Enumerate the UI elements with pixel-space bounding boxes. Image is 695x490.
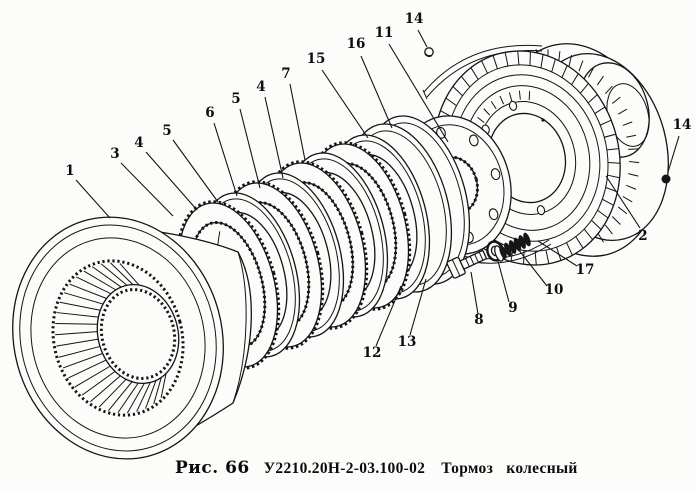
callout-14a: 14 <box>405 11 424 27</box>
callout-12: 12 <box>363 345 382 361</box>
figure-number: Рис. 66 <box>175 458 250 478</box>
callout-labels: 1 3 4 5 6 5 4 7 15 16 11 14 14 2 17 10 9… <box>65 11 691 361</box>
callout-15: 15 <box>307 51 326 67</box>
drum-internal-splines <box>55 262 167 414</box>
callout-13: 13 <box>398 334 417 350</box>
disc-stack <box>175 115 471 370</box>
leader-lines <box>75 29 680 347</box>
figure-caption: Рис. 66 У2210.20Н-2-03.100-02 Тормоз кол… <box>175 458 578 478</box>
callout-8: 8 <box>474 312 483 328</box>
part-14-ball-right <box>661 174 671 184</box>
callout-10: 10 <box>545 282 564 298</box>
callout-4b: 4 <box>256 79 265 95</box>
callout-14b: 14 <box>673 117 692 133</box>
callout-5b: 5 <box>231 91 240 107</box>
callout-5a: 5 <box>162 123 171 139</box>
part-8-bolt <box>446 249 488 279</box>
callout-1: 1 <box>65 163 74 179</box>
callout-16: 16 <box>347 36 366 52</box>
part-number-label: У2210.20Н-2-03.100-02 <box>263 460 426 477</box>
callout-2: 2 <box>638 228 647 244</box>
part-14-ball-top <box>424 47 434 57</box>
part-10-spring-bushing <box>494 232 531 262</box>
callout-9: 9 <box>508 300 517 316</box>
callout-17: 17 <box>576 262 595 278</box>
part-1-ring-gear-drum <box>12 216 252 460</box>
callout-6: 6 <box>205 105 214 121</box>
callout-11: 11 <box>375 25 394 41</box>
callout-3: 3 <box>110 146 119 162</box>
face-dot <box>541 118 545 122</box>
callout-7: 7 <box>281 66 290 82</box>
callout-4a: 4 <box>134 135 143 151</box>
figure-title: Тормоз колесный <box>441 460 578 477</box>
